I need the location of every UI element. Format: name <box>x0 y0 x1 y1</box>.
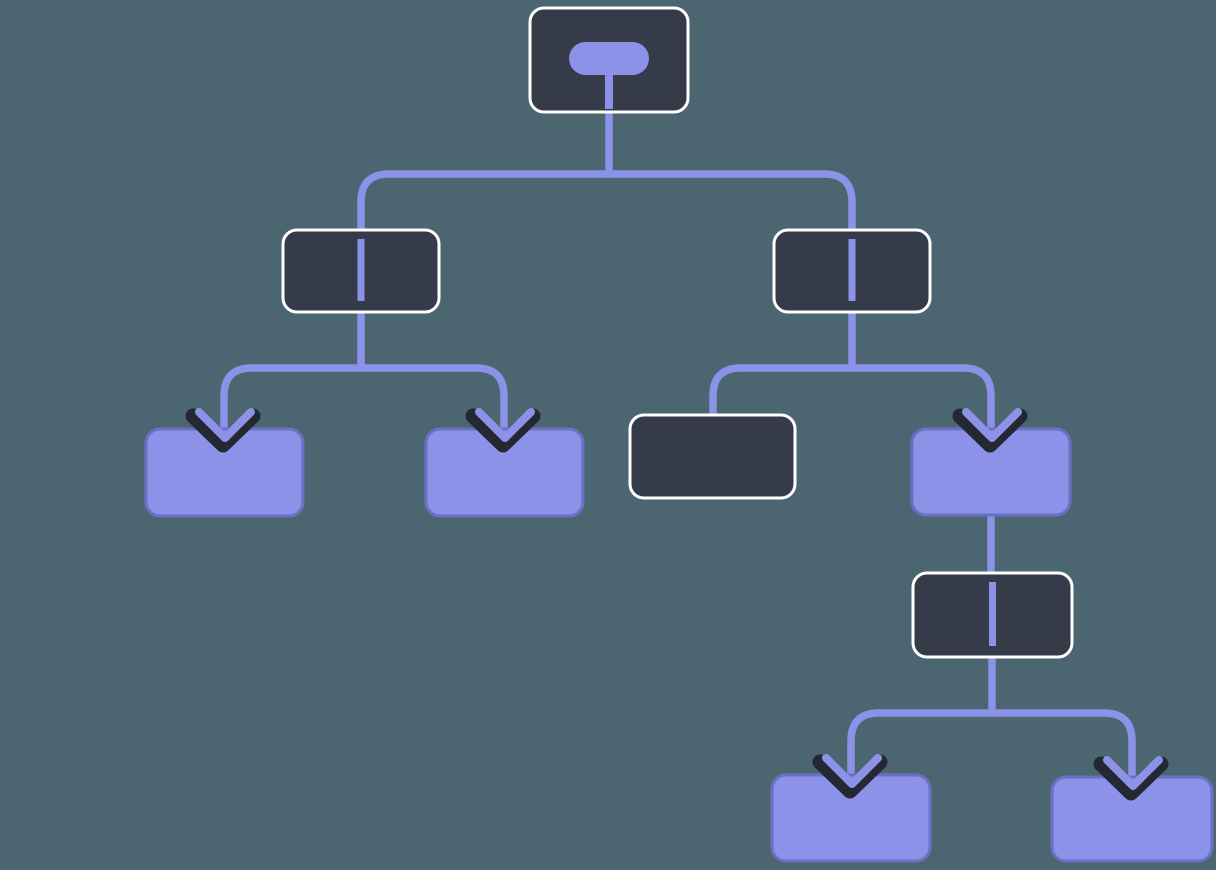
drop-arrow-d-dark-chevron-icon <box>952 408 1028 453</box>
edge-bottom-branch <box>847 709 1136 780</box>
drop-arrow-b-purple-chevron-icon <box>475 408 535 442</box>
branch-node-left[interactable] <box>281 228 441 314</box>
drop-arrow-e-purple-chevron-icon <box>822 754 882 788</box>
leaf-node-a[interactable] <box>144 427 305 518</box>
drop-arrow-d <box>952 408 1028 453</box>
drop-arrow-b-dark-chevron-icon <box>465 408 541 453</box>
leaf-node-e[interactable] <box>770 773 932 863</box>
drop-arrow-a-purple-chevron-icon <box>195 408 255 442</box>
drop-arrow-e-dark-chevron-icon <box>812 754 888 799</box>
plain-node-c[interactable] <box>628 413 797 500</box>
divider-line-icon <box>848 239 856 301</box>
leaf-node-e-body[interactable] <box>770 773 932 863</box>
drop-arrow-d-purple-chevron-icon <box>962 408 1022 442</box>
root-pill-icon <box>569 42 649 75</box>
divider-line-icon <box>357 239 365 301</box>
divider-line-icon <box>989 582 996 646</box>
edge-top-branch <box>357 170 856 232</box>
plain-node-c-body[interactable] <box>628 413 797 500</box>
branch-node-lower[interactable] <box>911 571 1074 659</box>
edge-left-branch <box>220 364 508 432</box>
drop-arrow-a <box>185 408 261 453</box>
node-layer <box>144 6 1214 863</box>
root-node[interactable] <box>528 6 690 114</box>
edge-right-branch <box>709 364 995 432</box>
drop-arrow-a-dark-chevron-icon <box>185 408 261 453</box>
drop-arrow-b <box>465 408 541 453</box>
leaf-node-d[interactable] <box>910 427 1072 517</box>
leaf-node-b[interactable] <box>424 427 585 518</box>
edge-layer <box>220 108 1136 780</box>
branch-node-right[interactable] <box>772 228 932 314</box>
root-pill-stem-icon <box>605 71 613 109</box>
leaf-node-a-body[interactable] <box>144 427 305 518</box>
drop-arrow-e <box>812 754 888 799</box>
leaf-node-f-body[interactable] <box>1050 775 1214 863</box>
leaf-node-d-body[interactable] <box>910 427 1072 517</box>
drop-arrow-f-purple-chevron-icon <box>1103 756 1163 790</box>
leaf-node-b-body[interactable] <box>424 427 585 518</box>
drop-arrow-f <box>1093 756 1169 801</box>
leaf-node-f[interactable] <box>1050 775 1214 863</box>
drop-arrow-f-dark-chevron-icon <box>1093 756 1169 801</box>
arrow-layer <box>185 408 1169 801</box>
